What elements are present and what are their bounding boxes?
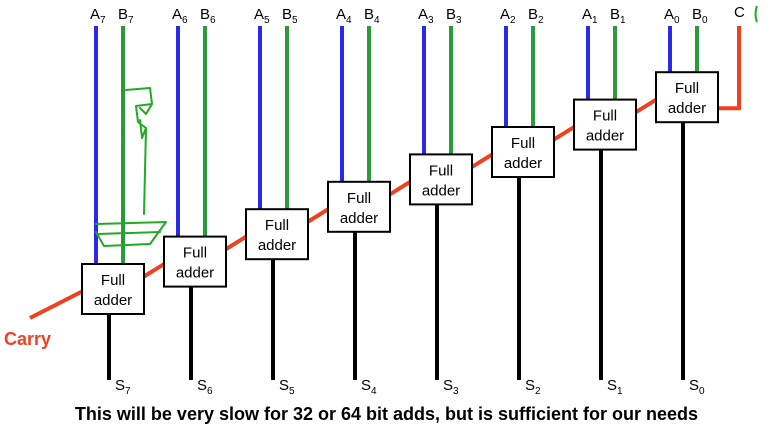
full-adder-label-line1: Full (675, 80, 699, 97)
caption: This will be very slow for 32 or 64 bit … (74, 404, 699, 424)
full-adder-label-line2: adder (94, 292, 132, 309)
input-a-label: A6 (172, 6, 188, 26)
full-adder-label-line2: adder (258, 237, 296, 254)
input-b-label: B5 (282, 6, 298, 26)
full-adder-label-line2: adder (340, 210, 378, 227)
input-a-label: A2 (500, 6, 516, 26)
input-b-label: B6 (200, 6, 216, 26)
full-adder-label-line2: adder (668, 100, 706, 117)
full-adder-label-line1: Full (429, 162, 453, 179)
full-adder-label-line1: Full (511, 135, 535, 152)
sum-output-label: S4 (361, 377, 377, 397)
full-adder-box (409, 153, 473, 206)
input-b-label: B1 (610, 6, 626, 26)
input-a-label: A0 (664, 6, 680, 26)
full-adder-box (163, 235, 227, 288)
sum-output-label: S0 (689, 377, 705, 397)
full-adder-box (81, 263, 145, 315)
carry-label: Carry (4, 329, 51, 349)
sum-output-label: S6 (197, 377, 213, 397)
full-adder-label-line1: Full (593, 108, 617, 125)
sum-output-label: S7 (115, 377, 131, 397)
input-b-label: B0 (692, 6, 708, 26)
scribble-mark (754, 5, 758, 23)
input-b-label: B2 (528, 6, 544, 26)
sum-output-label: S5 (279, 377, 295, 397)
full-adder-box (573, 98, 637, 151)
full-adder-box (245, 208, 309, 261)
input-b-label: B7 (118, 6, 134, 26)
full-adder-box (655, 71, 719, 124)
input-a-label: A7 (90, 6, 106, 26)
full-adder-label-line2: adder (176, 265, 214, 282)
full-adder-label-line1: Full (347, 190, 371, 207)
full-adder-label-line2: adder (586, 128, 624, 145)
full-adder-label-line1: Full (183, 245, 207, 262)
full-adder-box (491, 126, 555, 178)
input-b-label: B4 (364, 6, 380, 26)
handdrawn-annotation (95, 87, 167, 247)
sum-output-label: S1 (607, 377, 623, 397)
sum-output-label: S3 (443, 377, 459, 397)
input-a-label: A4 (336, 6, 352, 26)
full-adder-label-line2: adder (504, 155, 542, 172)
full-adder-box (327, 180, 391, 233)
input-a-label: A1 (582, 6, 598, 26)
full-adder-label-line2: adder (422, 182, 460, 199)
input-b-label: B3 (446, 6, 462, 26)
full-adder-label-line1: Full (265, 217, 289, 234)
sum-output-label: S2 (525, 377, 541, 397)
input-a-label: A5 (254, 6, 270, 26)
full-adder-label-line1: Full (101, 272, 125, 289)
input-a-label: A3 (418, 6, 434, 26)
carry-in-label: C (734, 4, 745, 21)
carry-in-wire (718, 26, 741, 111)
